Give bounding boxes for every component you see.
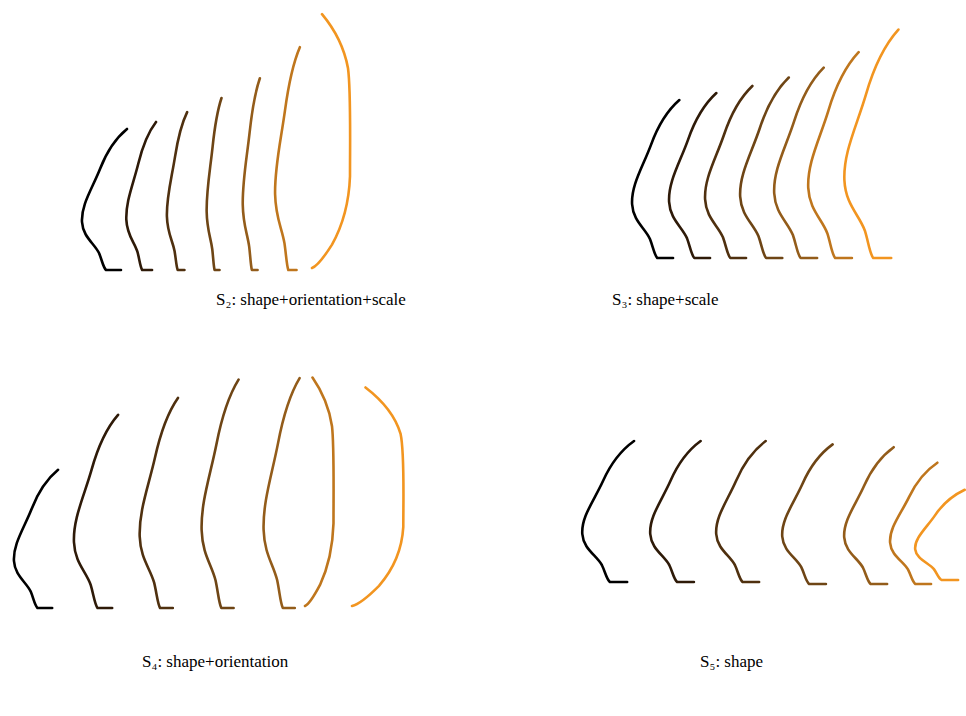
profile-curve bbox=[844, 30, 898, 258]
profile-curve bbox=[582, 441, 634, 582]
profile-curve bbox=[740, 78, 789, 258]
profile-curve bbox=[243, 78, 260, 270]
profile-curve bbox=[844, 447, 894, 584]
profile-curve bbox=[202, 380, 239, 608]
profile-curve bbox=[167, 112, 187, 270]
profile-curve bbox=[275, 47, 300, 270]
profile-curve bbox=[808, 52, 858, 258]
profile-curve bbox=[126, 122, 156, 270]
profile-curve bbox=[264, 378, 300, 608]
profile-curve bbox=[650, 441, 700, 582]
profile-curve bbox=[14, 470, 58, 608]
profile-curve bbox=[305, 378, 334, 606]
profile-curve bbox=[352, 387, 404, 606]
profile-curve bbox=[716, 441, 766, 582]
panel-caption: S₂: shape+orientation+scale bbox=[216, 290, 406, 310]
profile-curve bbox=[74, 415, 118, 608]
s3-curves bbox=[632, 30, 898, 258]
profile-curve bbox=[705, 86, 752, 258]
profile-curve bbox=[782, 444, 832, 584]
s5-curves bbox=[582, 441, 964, 584]
s2-curves bbox=[82, 14, 350, 270]
panel-caption: S₅: shape bbox=[700, 652, 763, 672]
panel-caption: S₄: shape+orientation bbox=[142, 652, 288, 672]
profile-curve bbox=[774, 68, 824, 258]
profile-curve bbox=[82, 129, 127, 270]
panel-caption: S₃: shape+scale bbox=[612, 290, 719, 310]
profile-curve bbox=[207, 98, 222, 270]
s4-curves bbox=[14, 378, 404, 608]
profile-curve bbox=[915, 490, 965, 580]
profile-curve bbox=[140, 398, 178, 608]
profile-curve bbox=[312, 14, 350, 268]
